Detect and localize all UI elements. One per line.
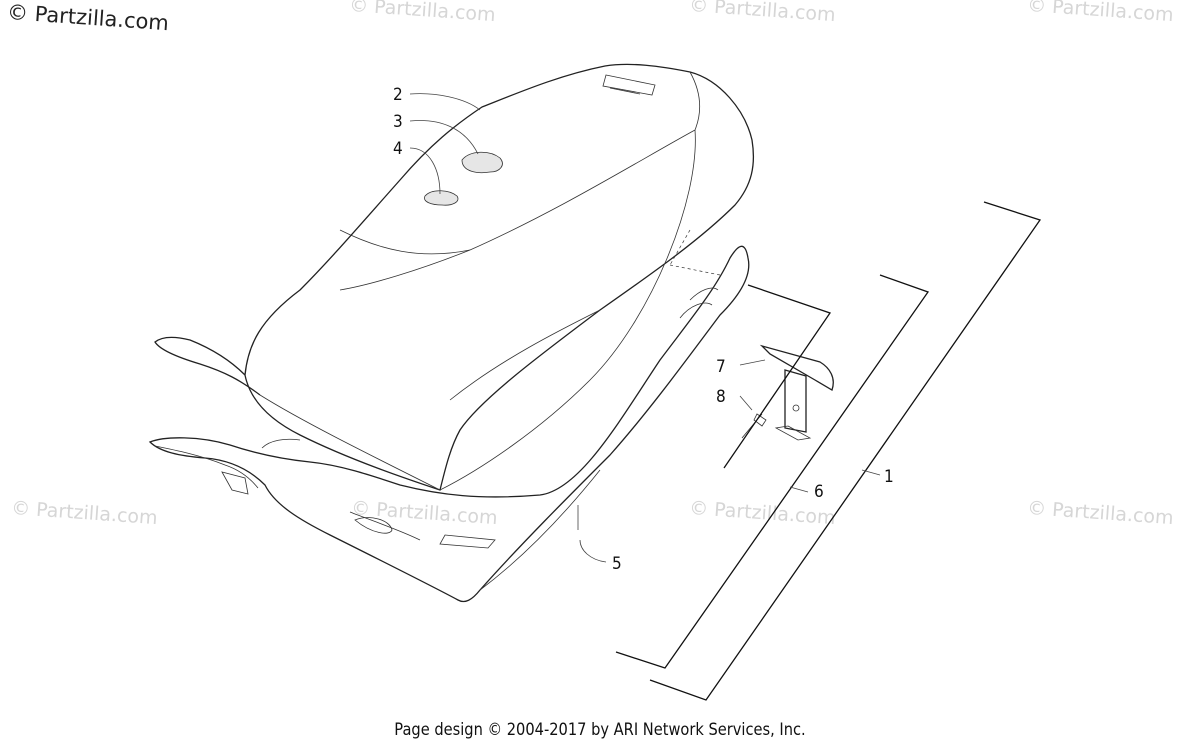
decal-patch-4 (424, 190, 459, 206)
callout-6: 6 (814, 482, 824, 502)
callout-8: 8 (716, 387, 726, 407)
callout-5: 5 (612, 554, 622, 574)
seat-base (148, 229, 750, 603)
page-footer: Page design © 2004-2017 by ARI Network S… (394, 720, 806, 740)
callout-7: 7 (716, 357, 726, 377)
mounting-bracket-7 (759, 344, 834, 441)
leader-lines (409, 93, 881, 563)
seat-cushion (154, 63, 755, 491)
callout-3: 3 (393, 112, 403, 132)
decal-patch-3 (461, 151, 503, 174)
assembly-brackets (615, 201, 1042, 701)
callout-4: 4 (393, 139, 403, 159)
callout-2: 2 (393, 85, 403, 105)
rivet-8 (741, 413, 767, 439)
callout-1: 1 (884, 467, 894, 487)
